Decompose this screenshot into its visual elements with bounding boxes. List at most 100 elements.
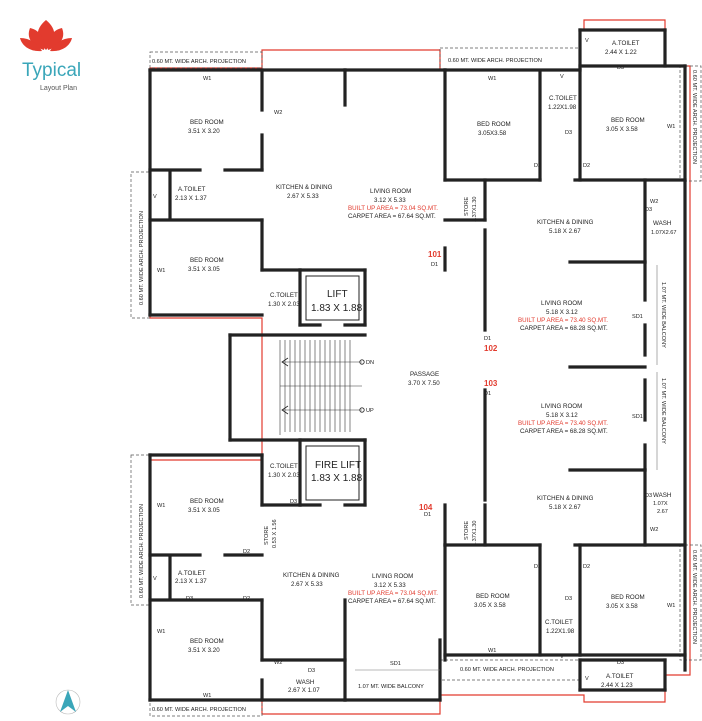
projection-label: 0.60 MT. WIDE ARCH. PROJECTION xyxy=(460,667,554,673)
projection-label: 0.60 MT. WIDE ARCH. PROJECTION xyxy=(691,70,697,164)
room-name: C.TOILET xyxy=(270,292,298,299)
door-tag: SD1 xyxy=(632,414,643,420)
room-name: BED ROOM xyxy=(611,594,645,601)
door-tag: D2 xyxy=(243,549,250,555)
room-name: LIVING ROOM xyxy=(372,573,413,580)
room-name: KITCHEN & DINING xyxy=(537,219,594,226)
room-name: BED ROOM xyxy=(190,119,224,126)
door-tag: D3 xyxy=(290,499,297,505)
lift-label: LIFT xyxy=(327,289,348,300)
room-size: 1.30 X 2.03 xyxy=(268,301,300,308)
room-size: 2.44 X 1.23 xyxy=(601,682,633,689)
room-size: 2.67 X 5.33 xyxy=(291,581,323,588)
door-tag: D3 xyxy=(186,596,193,602)
balcony-label: 1.07 MT. WIDE BALCONY xyxy=(660,282,666,348)
door-tag: D2 xyxy=(243,596,250,602)
room-name: C.TOILET xyxy=(545,619,573,626)
room-name: C.TOILET xyxy=(549,95,577,102)
door-tag: D3 xyxy=(645,207,652,213)
room-name: WASH xyxy=(296,679,314,686)
fire-lift-label: FIRE LIFT xyxy=(315,460,361,471)
room-name: A.TOILET xyxy=(612,40,640,47)
door-tag: D1 xyxy=(484,336,491,342)
balcony-label: 1.07 MT. WIDE BALCONY xyxy=(660,378,666,444)
door-tag: D1 xyxy=(484,391,491,397)
projection-label: 0.60 MT. WIDE ARCH. PROJECTION xyxy=(139,504,145,598)
room-size: 3.05 X 3.58 xyxy=(474,602,506,609)
brand-logo xyxy=(20,20,72,52)
room-size: 2.67 X 1.07 xyxy=(288,687,320,694)
room-name: WASH xyxy=(653,492,671,499)
door-tag: D2 xyxy=(534,564,541,570)
room-name: BED ROOM xyxy=(611,117,645,124)
stair-up-label: UP xyxy=(366,408,374,414)
room-size: 2.67 xyxy=(657,509,668,515)
built-up-area: BUILT UP AREA = 73.40 SQ.MT. xyxy=(518,420,608,427)
room-name: BED ROOM xyxy=(476,593,510,600)
room-name: C.TOILET xyxy=(270,463,298,470)
room-size: 3.51 X 3.05 xyxy=(188,507,220,514)
fire-lift-size: 1.83 X 1.88 xyxy=(311,473,363,484)
vent-tag: V xyxy=(153,576,157,582)
window-tag: W2 xyxy=(274,660,282,666)
room-name: BED ROOM xyxy=(190,257,224,264)
door-tag: D2 xyxy=(583,163,590,169)
lift-car xyxy=(305,275,360,321)
window-tag: W1 xyxy=(157,629,165,635)
window-tag: W1 xyxy=(667,124,675,130)
door-tag: D3 xyxy=(565,596,572,602)
built-up-area: BUILT UP AREA = 73.04 SQ.MT. xyxy=(348,205,438,212)
room-name: A.TOILET xyxy=(606,673,634,680)
door-tag: D1 xyxy=(424,512,431,518)
room-name: KITCHEN & DINING xyxy=(276,184,333,191)
room-name: BED ROOM xyxy=(477,121,511,128)
door-tag: D3 xyxy=(565,130,572,136)
room-name: BED ROOM xyxy=(190,638,224,645)
vent-tag: V xyxy=(585,38,589,44)
room-size: 3.05 X 3.58 xyxy=(606,603,638,610)
room-size: 1.22X1.98 xyxy=(546,628,575,635)
room-size: 5.18 X 2.67 xyxy=(549,504,581,511)
room-name: STORE xyxy=(464,197,470,216)
vent-tag: V xyxy=(585,676,589,682)
door-tag: D1 xyxy=(431,262,438,268)
window-tag: W1 xyxy=(203,693,211,699)
door-tag: D2 xyxy=(534,163,541,169)
window-tag: W2 xyxy=(650,199,658,205)
room-name: LIVING ROOM xyxy=(541,403,582,410)
unit-number: 104 xyxy=(419,503,433,512)
room-size: 3.51 X 3.20 xyxy=(188,128,220,135)
window-tag: W1 xyxy=(203,76,211,82)
projection-label: 0.60 MT. WIDE ARCH. PROJECTION xyxy=(139,211,145,305)
door-tag: D3 xyxy=(308,668,315,674)
window-tag: W2 xyxy=(650,527,658,533)
vent-tag: V xyxy=(560,74,564,80)
room-name: A.TOILET xyxy=(178,570,206,577)
window-tag: W1 xyxy=(157,503,165,509)
room-size: 3.12 X 5.33 xyxy=(374,197,406,204)
room-name: STORE xyxy=(464,521,470,540)
unit-number: 102 xyxy=(484,344,498,353)
carpet-area: CARPET AREA = 68.28 SQ.MT. xyxy=(520,325,608,332)
projection-label: 0.60 MT. WIDE ARCH. PROJECTION xyxy=(448,58,542,64)
carpet-area: CARPET AREA = 67.64 SQ.MT. xyxy=(348,213,436,220)
built-up-area: BUILT UP AREA = 73.04 SQ.MT. xyxy=(348,590,438,597)
room-size: 2.13 X 1.37 xyxy=(175,578,207,585)
projection-label: 0.60 MT. WIDE ARCH. PROJECTION xyxy=(152,59,246,65)
built-up-area: BUILT UP AREA = 73.40 SQ.MT. xyxy=(518,317,608,324)
staircase xyxy=(279,340,362,435)
vent-tag: V xyxy=(153,194,157,200)
room-size: 3.70 X 7.50 xyxy=(408,380,440,387)
room-size: 2.44 X 1.22 xyxy=(605,49,637,56)
room-size: 2.13 X 1.37 xyxy=(175,195,207,202)
room-size: 1.07X xyxy=(653,501,668,507)
room-name: LIVING ROOM xyxy=(541,300,582,307)
lift-size: 1.83 X 1.88 xyxy=(311,303,363,314)
room-size: 1.37X1.30 xyxy=(472,520,478,546)
door-tag: D3 xyxy=(617,65,624,71)
room-size: 1.37X1.30 xyxy=(472,196,478,222)
window-tag: W1 xyxy=(488,648,496,654)
door-tag: D3 xyxy=(617,660,624,666)
room-size: 2.67 X 5.33 xyxy=(287,193,319,200)
